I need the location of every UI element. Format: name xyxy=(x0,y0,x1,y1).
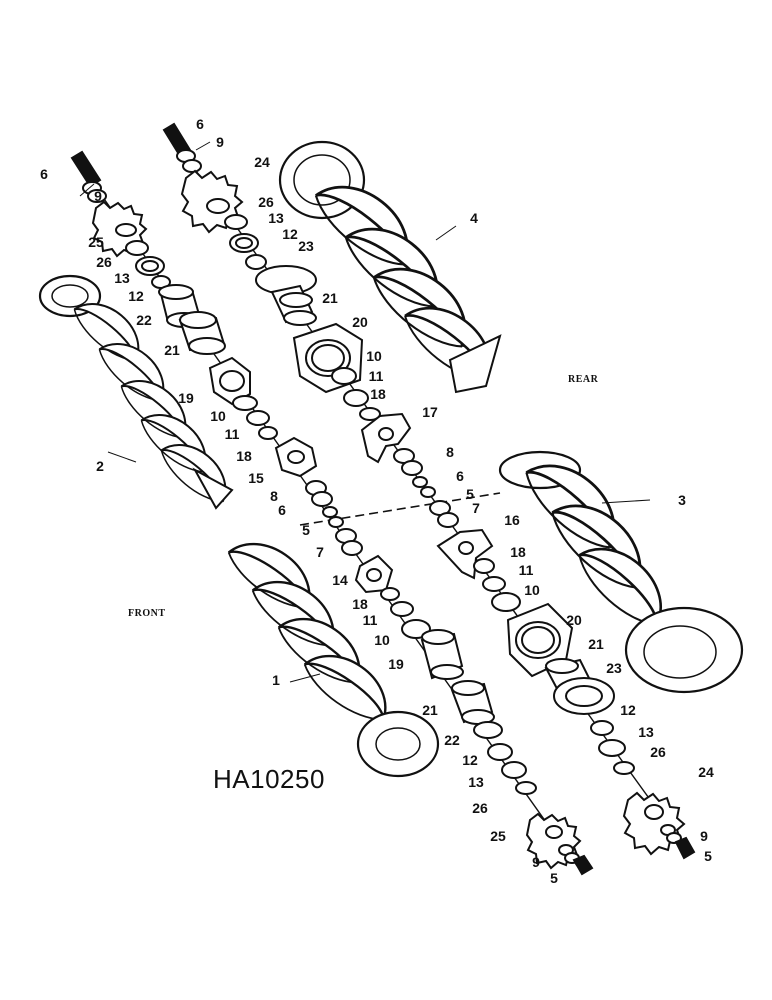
auger-4 xyxy=(278,140,509,394)
part-callout: 1 xyxy=(272,672,280,688)
part-callout: 9 xyxy=(216,134,224,150)
part-callout: 16 xyxy=(504,512,520,528)
part-callout: 19 xyxy=(388,656,404,672)
part-callout: 23 xyxy=(298,238,314,254)
part-callout: 6 xyxy=(196,116,204,132)
part-callout: 12 xyxy=(462,752,478,768)
part-callout: 5 xyxy=(466,486,474,502)
part-callout: 22 xyxy=(444,732,460,748)
part-callout: 10 xyxy=(524,582,540,598)
part-callout: 20 xyxy=(352,314,368,330)
part-callout: 8 xyxy=(446,444,454,460)
part-callout: 7 xyxy=(316,544,324,560)
part-callout: 5 xyxy=(704,848,712,864)
part-callout: 26 xyxy=(258,194,274,210)
front-shaft-assembly xyxy=(70,150,594,876)
part-callout: 9 xyxy=(700,828,708,844)
auger-3 xyxy=(498,444,744,694)
part-callout: 11 xyxy=(224,426,240,442)
part-callout: 4 xyxy=(470,210,478,226)
part-callout: 3 xyxy=(678,492,686,508)
part-callout: 18 xyxy=(510,544,526,560)
rear-shaft-assembly xyxy=(162,122,696,860)
part-callout: 15 xyxy=(248,470,264,486)
part-callout: 6 xyxy=(456,468,464,484)
part-callout: 26 xyxy=(650,744,666,760)
part-callout: 6 xyxy=(278,502,286,518)
part-callout: 24 xyxy=(254,154,270,170)
part-callout: 21 xyxy=(588,636,604,652)
part-callout: 13 xyxy=(638,724,654,740)
part-callout: 18 xyxy=(370,386,386,402)
part-callout: 13 xyxy=(468,774,484,790)
part-callout: 19 xyxy=(178,390,194,406)
part-callout: 23 xyxy=(606,660,622,676)
auger-1 xyxy=(220,526,440,778)
part-callout: 25 xyxy=(490,828,506,844)
part-callout: 25 xyxy=(88,234,104,250)
part-callout: 18 xyxy=(352,596,368,612)
part-callout: 7 xyxy=(472,500,480,516)
part-callout: 20 xyxy=(566,612,582,628)
part-callout: 14 xyxy=(332,572,348,588)
part-callout: 12 xyxy=(620,702,636,718)
leader-lines xyxy=(79,141,651,683)
reference-code: HA10250 xyxy=(213,764,325,794)
part-callout: 12 xyxy=(282,226,298,242)
part-callout: 5 xyxy=(550,870,558,886)
part-callout: 11 xyxy=(362,612,378,628)
part-callout: 11 xyxy=(518,562,534,578)
part-callout: 11 xyxy=(368,368,384,384)
part-callout: 9 xyxy=(94,188,102,204)
rear-label: REAR xyxy=(568,374,599,385)
part-callout: 6 xyxy=(40,166,48,182)
part-callout: 10 xyxy=(374,632,390,648)
part-callout: 21 xyxy=(422,702,438,718)
part-callout: 13 xyxy=(114,270,130,286)
part-callout: 12 xyxy=(128,288,144,304)
part-callout: 13 xyxy=(268,210,284,226)
part-callout: 9 xyxy=(532,854,540,870)
part-callout: 21 xyxy=(164,342,180,358)
front-label: FRONT xyxy=(128,608,166,619)
part-callout: 24 xyxy=(698,764,714,780)
part-callout: 17 xyxy=(422,404,438,420)
part-callout: 26 xyxy=(472,800,488,816)
part-callout: 2 xyxy=(96,458,104,474)
part-callout: 8 xyxy=(270,488,278,504)
part-callout: 22 xyxy=(136,312,152,328)
part-callout: 18 xyxy=(236,448,252,464)
part-callout: 21 xyxy=(322,290,338,306)
part-callout: 5 xyxy=(302,522,310,538)
part-callout: 10 xyxy=(366,348,382,364)
part-callout: 26 xyxy=(96,254,112,270)
part-callout: 10 xyxy=(210,408,226,424)
auger-2 xyxy=(38,274,241,511)
